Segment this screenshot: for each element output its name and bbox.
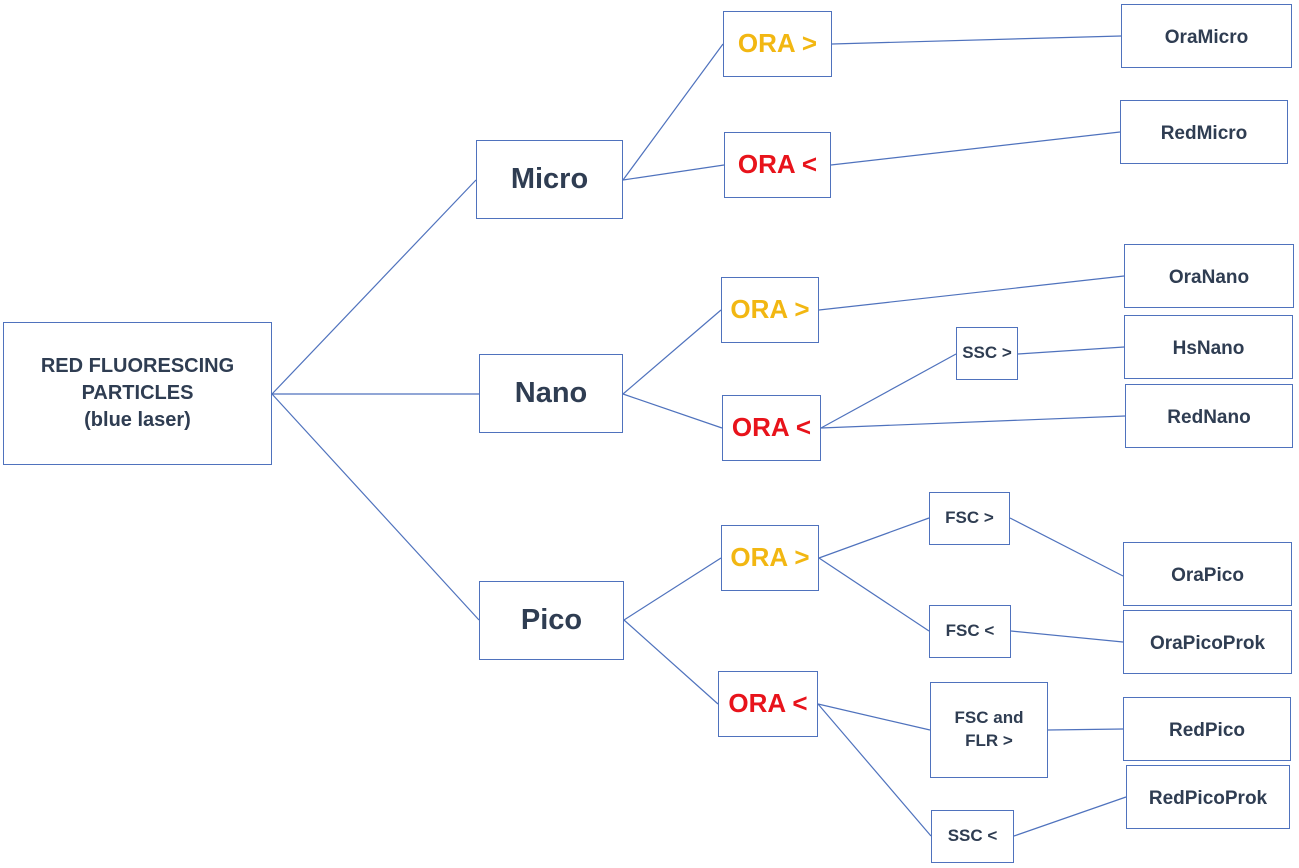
gate-node-micro-ora-less: ORA < bbox=[724, 132, 831, 198]
edge-nano-ora-gt bbox=[622, 309, 722, 395]
edge-pico-lt-fscflr bbox=[817, 703, 931, 731]
leaf-label-hsnano: HsNano bbox=[1172, 338, 1245, 359]
condition-line-2: FLR > bbox=[965, 731, 1013, 750]
condition-label-nano-ssc-greater: SSC > bbox=[962, 343, 1012, 363]
edge-fscflr-redpico bbox=[1047, 728, 1124, 731]
leaf-node-oramicro: OraMicro bbox=[1121, 4, 1292, 68]
condition-node-nano-ssc-greater: SSC > bbox=[956, 327, 1018, 380]
edge-nano-gt-oranano bbox=[818, 275, 1125, 311]
condition-node-pico-fsc-and-flr: FSC and FLR > bbox=[930, 682, 1048, 778]
group-node-pico: Pico bbox=[479, 581, 624, 660]
gate-label-nano-ora-less: ORA < bbox=[731, 412, 812, 443]
root-line-3: (blue laser) bbox=[84, 409, 191, 431]
group-label-nano: Nano bbox=[514, 376, 588, 409]
gate-node-micro-ora-greater: ORA > bbox=[723, 11, 832, 77]
leaf-label-redpico: RedPico bbox=[1168, 720, 1246, 741]
edge-nano-lt-ssc bbox=[820, 353, 957, 429]
edge-root-pico bbox=[271, 393, 480, 621]
condition-node-pico-ssc-less: SSC < bbox=[931, 810, 1014, 863]
condition-line-1: FSC and bbox=[954, 708, 1024, 728]
leaf-label-oramicro: OraMicro bbox=[1164, 27, 1249, 48]
gate-node-nano-ora-less: ORA < bbox=[722, 395, 821, 461]
leaf-node-redmicro: RedMicro bbox=[1120, 100, 1288, 164]
condition-node-pico-fsc-greater: FSC > bbox=[929, 492, 1010, 545]
gate-label-pico-ora-greater: ORA > bbox=[730, 542, 810, 573]
edge-fsc-lt-orapicoprok bbox=[1010, 630, 1124, 643]
root-node-red-fluorescing-particles: RED FLUORESCING PARTICLES (blue laser) bbox=[3, 322, 272, 465]
group-node-micro: Micro bbox=[476, 140, 623, 219]
gate-label-micro-ora-less: ORA < bbox=[737, 149, 818, 180]
gate-node-nano-ora-greater: ORA > bbox=[721, 277, 819, 343]
leaf-label-redmicro: RedMicro bbox=[1160, 123, 1248, 144]
leaf-label-redpicoprok: RedPicoProk bbox=[1148, 788, 1268, 809]
condition-node-pico-fsc-less: FSC < bbox=[929, 605, 1011, 658]
edge-root-micro bbox=[271, 179, 477, 395]
edge-nano-lt-rednano bbox=[820, 415, 1126, 429]
leaf-node-orapico: OraPico bbox=[1123, 542, 1292, 606]
condition-label-pico-ssc-less: SSC < bbox=[947, 826, 998, 846]
edge-micro-gt-oramicro bbox=[831, 35, 1122, 45]
gate-label-pico-ora-less: ORA < bbox=[728, 688, 808, 719]
leaf-label-orapicoprok: OraPicoProk bbox=[1149, 633, 1266, 654]
edge-pico-ora-gt bbox=[623, 557, 722, 621]
edge-fsc-gt-orapico bbox=[1009, 517, 1124, 577]
root-line-2: PARTICLES bbox=[81, 382, 194, 404]
leaf-label-oranano: OraNano bbox=[1168, 267, 1250, 288]
leaf-node-oranano: OraNano bbox=[1124, 244, 1294, 308]
edge-pico-gt-fsc-lt bbox=[818, 557, 930, 632]
edge-ssc-hsnano bbox=[1017, 346, 1125, 355]
edge-pico-gt-fsc-gt bbox=[818, 517, 930, 559]
leaf-node-rednano: RedNano bbox=[1125, 384, 1293, 448]
condition-label-pico-fsc-and-flr: FSC and FLR > bbox=[955, 707, 1024, 753]
root-node-label: RED FLUORESCING PARTICLES (blue laser) bbox=[41, 353, 234, 434]
edge-micro-ora-gt bbox=[622, 43, 724, 181]
condition-label-pico-fsc-greater: FSC > bbox=[945, 508, 994, 528]
leaf-node-hsnano: HsNano bbox=[1124, 315, 1293, 379]
edge-micro-ora-lt bbox=[622, 164, 725, 181]
group-label-pico: Pico bbox=[520, 603, 583, 636]
group-label-micro: Micro bbox=[510, 162, 589, 195]
gate-node-pico-ora-greater: ORA > bbox=[721, 525, 819, 591]
leaf-node-redpico: RedPico bbox=[1123, 697, 1291, 761]
edge-nano-ora-lt bbox=[622, 393, 723, 429]
leaf-label-rednano: RedNano bbox=[1167, 407, 1251, 428]
gate-label-nano-ora-greater: ORA > bbox=[730, 294, 810, 325]
gate-node-pico-ora-less: ORA < bbox=[718, 671, 818, 737]
leaf-node-orapicoprok: OraPicoProk bbox=[1123, 610, 1292, 674]
gate-label-micro-ora-greater: ORA > bbox=[737, 28, 818, 59]
edge-ssc-lt-redpicoprok bbox=[1013, 796, 1127, 837]
root-line-1: RED FLUORESCING bbox=[40, 355, 235, 377]
leaf-node-redpicoprok: RedPicoProk bbox=[1126, 765, 1290, 829]
group-node-nano: Nano bbox=[479, 354, 623, 433]
condition-label-pico-fsc-less: FSC < bbox=[945, 621, 995, 641]
edge-micro-lt-redmicro bbox=[830, 131, 1121, 166]
edge-pico-lt-ssc-lt bbox=[817, 703, 932, 837]
leaf-label-orapico: OraPico bbox=[1171, 565, 1244, 586]
edge-pico-ora-lt bbox=[623, 619, 719, 705]
